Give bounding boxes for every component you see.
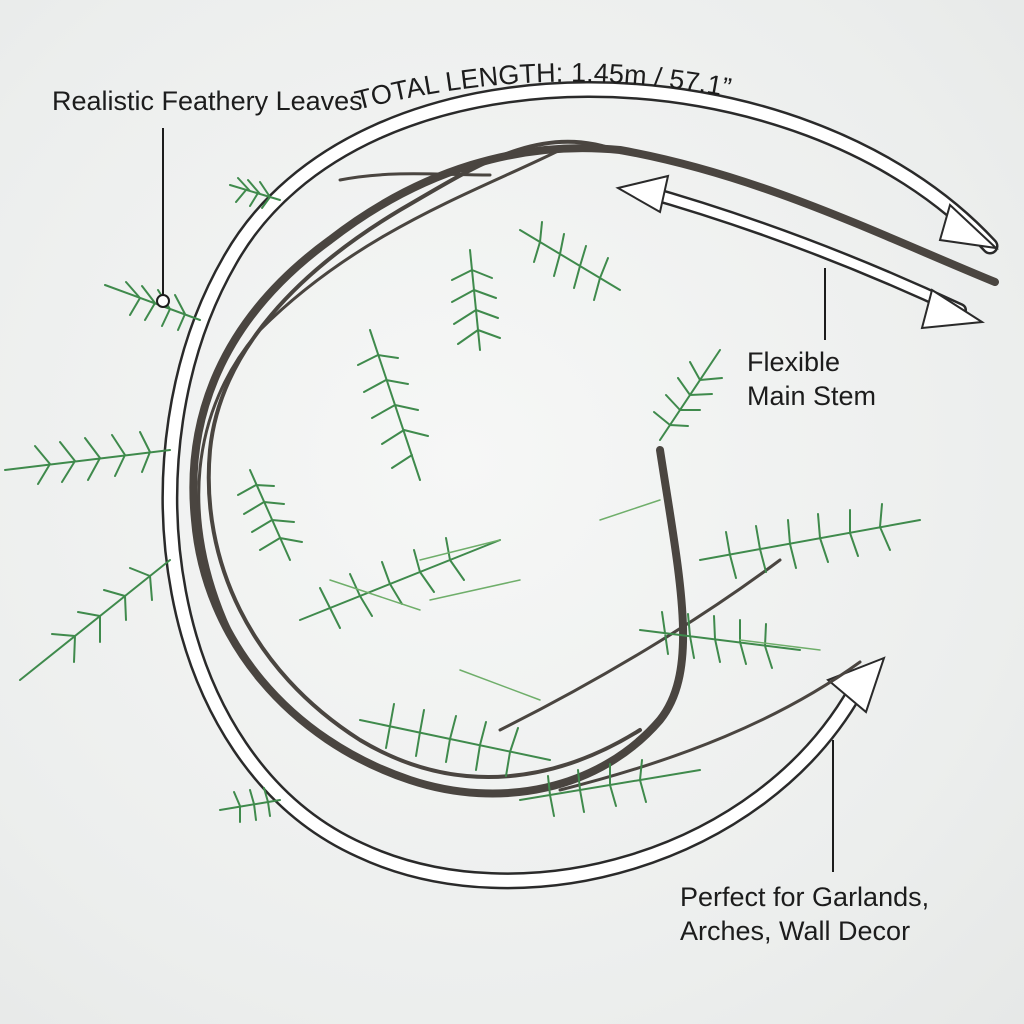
stem-label-line1: Flexible xyxy=(747,347,841,377)
arrowhead-top-right xyxy=(938,203,1000,250)
stem-label-line2: Main Stem xyxy=(747,381,877,411)
garland-label: Perfect for Garlands, Arches, Wall Decor xyxy=(680,880,929,948)
garland-label-line2: Arches, Wall Decor xyxy=(680,916,911,946)
feathery-leaves xyxy=(4,177,921,823)
arrowhead-bottom-right xyxy=(826,656,886,714)
leaves-label: Realistic Feathery Leaves xyxy=(52,84,363,118)
total-length-label: TOTAL LENGTH: 1.45m / 57.1” xyxy=(352,58,734,116)
leaves-label-text: Realistic Feathery Leaves xyxy=(52,86,363,116)
garland-label-line1: Perfect for Garlands, xyxy=(680,882,930,912)
circular-arrow xyxy=(161,81,999,890)
callout-line-leaves xyxy=(156,128,170,308)
stem-label: Flexible Main Stem xyxy=(747,345,876,413)
vine-stems xyxy=(189,139,999,798)
feathery-leaves-highlight xyxy=(329,499,821,701)
double-arrow-stem xyxy=(615,174,985,330)
